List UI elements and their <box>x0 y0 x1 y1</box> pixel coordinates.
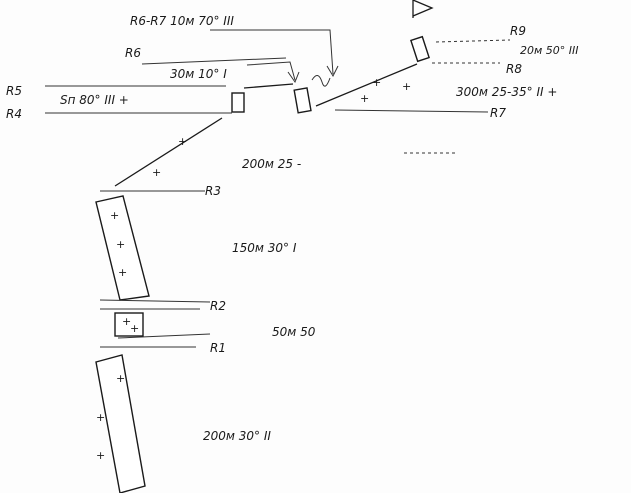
label-r5-spec: Sп 80° III + <box>60 93 129 107</box>
pitch-1-box <box>95 354 146 493</box>
anchor-line-r7 <box>334 109 489 113</box>
arrow-r6-head <box>287 71 300 84</box>
anchor-line-r2 <box>99 299 211 303</box>
plus-mark: + <box>118 266 127 279</box>
pitch-3-box <box>95 195 150 301</box>
plus-mark: + <box>122 315 131 328</box>
label-r9: R9 <box>510 24 526 38</box>
label-r5: R5 <box>6 84 22 98</box>
route-line-r3 <box>114 117 223 187</box>
label-r8: R8 <box>506 62 522 76</box>
plus-mark: + <box>116 372 125 385</box>
belay-box-b <box>293 87 312 114</box>
label-r8-spec: 300м 25-35° II + <box>456 85 557 99</box>
plus-mark: + <box>130 322 139 335</box>
label-r6-r7-spec: R6-R7 10м 70° III <box>130 14 234 28</box>
label-seg-200-25: 200м 25 - <box>242 157 301 171</box>
pitch-2-box <box>114 312 144 337</box>
plus-mark: + <box>372 76 381 89</box>
belay-box-a <box>231 92 245 113</box>
plus-mark: + <box>110 209 119 222</box>
anchor-line-r9 <box>435 39 511 43</box>
plus-mark: + <box>152 166 161 179</box>
label-seg-150-30: 150м 30° I <box>232 241 297 255</box>
squiggle-mark <box>311 75 331 87</box>
label-r9-spec: 20м 50° III <box>520 44 579 57</box>
plus-mark: + <box>360 92 369 105</box>
plus-mark: + <box>178 135 187 148</box>
route-line-r5 <box>243 83 294 89</box>
belay-box-c <box>410 35 430 63</box>
plus-mark: + <box>96 449 105 462</box>
label-r3: R3 <box>205 184 221 198</box>
plus-mark: + <box>402 80 411 93</box>
label-seg-200-30: 200м 30° II <box>203 429 271 443</box>
label-r6: R6 <box>125 46 141 60</box>
label-seg-50-50: 50м 50 <box>272 325 316 339</box>
anchor-line-r6 <box>141 57 287 65</box>
arrow-r6-r7 <box>210 29 334 75</box>
plus-mark: + <box>96 411 105 424</box>
route-line-r8 <box>315 63 418 107</box>
label-r2: R2 <box>210 299 226 313</box>
label-r1: R1 <box>210 341 226 355</box>
anchor-line-r1b <box>117 333 211 339</box>
label-r7: R7 <box>490 106 506 120</box>
plus-marks: + + + + + + + + + + + + + <box>96 76 411 462</box>
plus-mark: + <box>116 238 125 251</box>
label-r6-spec: 30м 10° I <box>170 67 227 81</box>
label-r4: R4 <box>6 107 22 121</box>
arrow-r6 <box>246 61 296 81</box>
arrow-r6-r7-head <box>326 65 339 78</box>
flag-icon <box>412 0 434 18</box>
